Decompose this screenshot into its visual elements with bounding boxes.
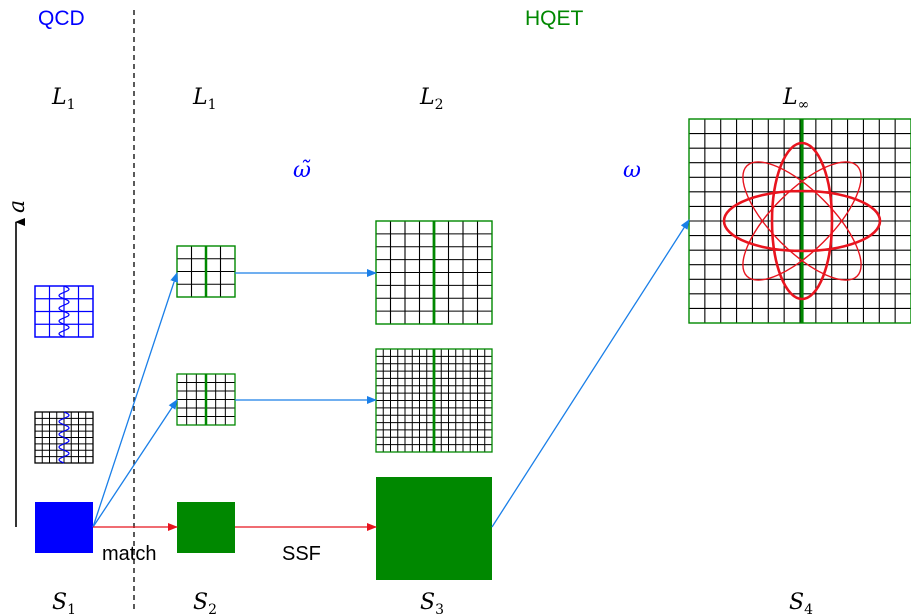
rosette-loop: [770, 141, 834, 301]
match-label: match: [102, 543, 156, 565]
size-label-l1-hqet: L1: [192, 85, 217, 113]
arrow-s1-to-l1-coarse: [92, 272, 178, 528]
omega-tilde-label: ω̃: [293, 158, 311, 183]
step-label-s1: S1: [52, 590, 76, 616]
step-label-s4: S4: [789, 590, 813, 616]
rosette-loop: [722, 189, 882, 253]
step-label-s3: S3: [420, 590, 444, 616]
quark-propagator: [58, 285, 70, 338]
size-label-l1-qcd: L1: [51, 85, 76, 113]
hqet-box-s3: [376, 477, 492, 580]
hqet-l2-lattice-fine: [375, 348, 493, 453]
size-label-l2: L2: [419, 85, 444, 113]
hqet-linf-lattice: [688, 118, 911, 324]
ssf-label: SSF: [282, 543, 321, 565]
step-label-s2: S2: [193, 590, 217, 616]
hqet-l2-lattice-coarse: [375, 220, 493, 325]
size-label-linf: L∞: [782, 85, 809, 113]
omega-label: ω: [623, 158, 641, 183]
qcd-box-s1: [35, 502, 93, 553]
hqet-box-s2: [177, 502, 235, 553]
arrow-s1-to-l1-fine: [92, 399, 178, 528]
rosette-curve: [722, 141, 882, 301]
qcd-lattice-fine: [34, 411, 94, 464]
hqet-l1-lattice-fine: [176, 373, 236, 426]
qcd-lattice-coarse: [34, 285, 94, 338]
axis-label-a: a: [5, 200, 30, 213]
qcd-label: QCD: [38, 7, 85, 30]
rosette-loop: [742, 161, 862, 281]
arrow-s3-to-linf: [491, 219, 690, 528]
quark-propagator: [58, 411, 70, 464]
hqet-l1-lattice-coarse: [176, 245, 236, 298]
hqet-label: HQET: [525, 7, 584, 30]
rosette-loop: [742, 161, 862, 281]
